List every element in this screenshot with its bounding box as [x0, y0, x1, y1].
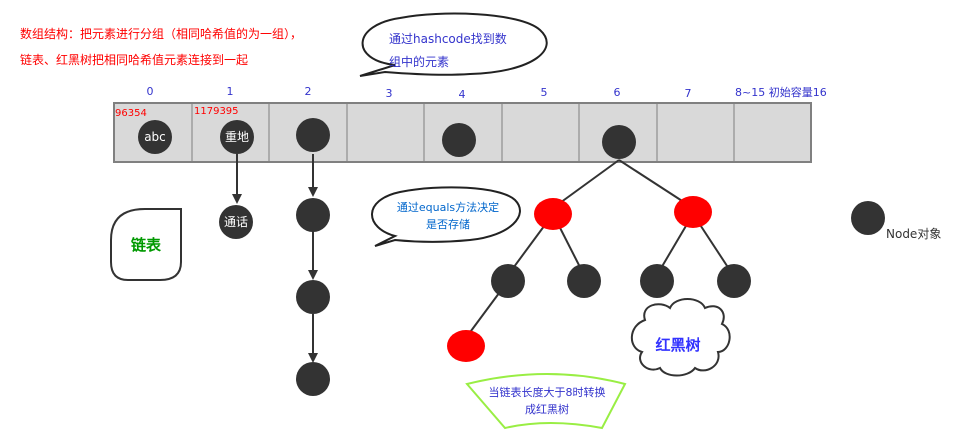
- node-tonghua: [219, 205, 253, 239]
- header-line-2: 链表、红黑树把相同哈希值元素连接到一起: [20, 52, 248, 67]
- convert-banner-line-1: 当链表长度大于8时转换: [489, 385, 606, 399]
- index-label: 2: [305, 85, 312, 98]
- header-line-1: 数组结构：把元素进行分组（相同哈希值的为一组），: [20, 26, 302, 41]
- node-zhongdi-label: 重地: [225, 130, 249, 144]
- callout-hashcode: 通过hashcode找到数 组中的元素: [359, 12, 548, 77]
- convert-banner: 当链表长度大于8时转换 成红黑树: [465, 373, 627, 430]
- callout-equals: 通过equals方法决定 是否存储: [371, 186, 521, 247]
- index-label: 6: [614, 86, 621, 99]
- index-label: 8~15 初始容量16: [735, 85, 827, 99]
- hash-value: 1179395: [194, 106, 239, 117]
- node: [442, 123, 476, 157]
- node-abc-label: abc: [144, 130, 166, 144]
- node: [296, 118, 330, 152]
- node-zhongdi: [220, 120, 254, 154]
- linked-list-text: 链表: [131, 236, 162, 254]
- tree-root-node: [602, 125, 636, 159]
- node: [296, 280, 330, 314]
- legend-node-text: Node对象: [886, 227, 941, 241]
- node-tonghua-label: 通话: [224, 215, 248, 229]
- index-label: 4: [459, 88, 466, 101]
- linked-list-label: 链表: [110, 208, 182, 281]
- red-node: [674, 196, 712, 228]
- index-label: 3: [386, 87, 393, 100]
- convert-banner-line-2: 成红黑树: [525, 402, 569, 416]
- legend-node-icon: [851, 201, 885, 235]
- array-indices: 0 1 2 3 4 5 6 7 8~15 初始容量16: [147, 85, 827, 101]
- node: [296, 198, 330, 232]
- index-label: 7: [685, 87, 692, 100]
- callout-equals-line-2: 是否存储: [426, 217, 470, 231]
- black-node: [567, 264, 601, 298]
- index-label: 1: [227, 85, 234, 98]
- black-node: [491, 264, 525, 298]
- black-node: [640, 264, 674, 298]
- callout-equals-line-1: 通过equals方法决定: [397, 200, 499, 214]
- legend-node-object: Node对象: [851, 201, 941, 241]
- index-label: 5: [541, 86, 548, 99]
- node-abc: [138, 120, 172, 154]
- red-node: [447, 330, 485, 362]
- red-black-tree-cloud: 红黑树: [630, 298, 731, 377]
- red-node: [534, 198, 572, 230]
- callout-hashcode-line-1: 通过hashcode找到数: [389, 31, 507, 46]
- hash-value: 96354: [115, 108, 147, 119]
- index-label: 0: [147, 85, 154, 98]
- node: [296, 362, 330, 396]
- callout-hashcode-line-2: 组中的元素: [389, 54, 449, 69]
- red-black-tree-text: 红黑树: [655, 336, 700, 354]
- black-node: [717, 264, 751, 298]
